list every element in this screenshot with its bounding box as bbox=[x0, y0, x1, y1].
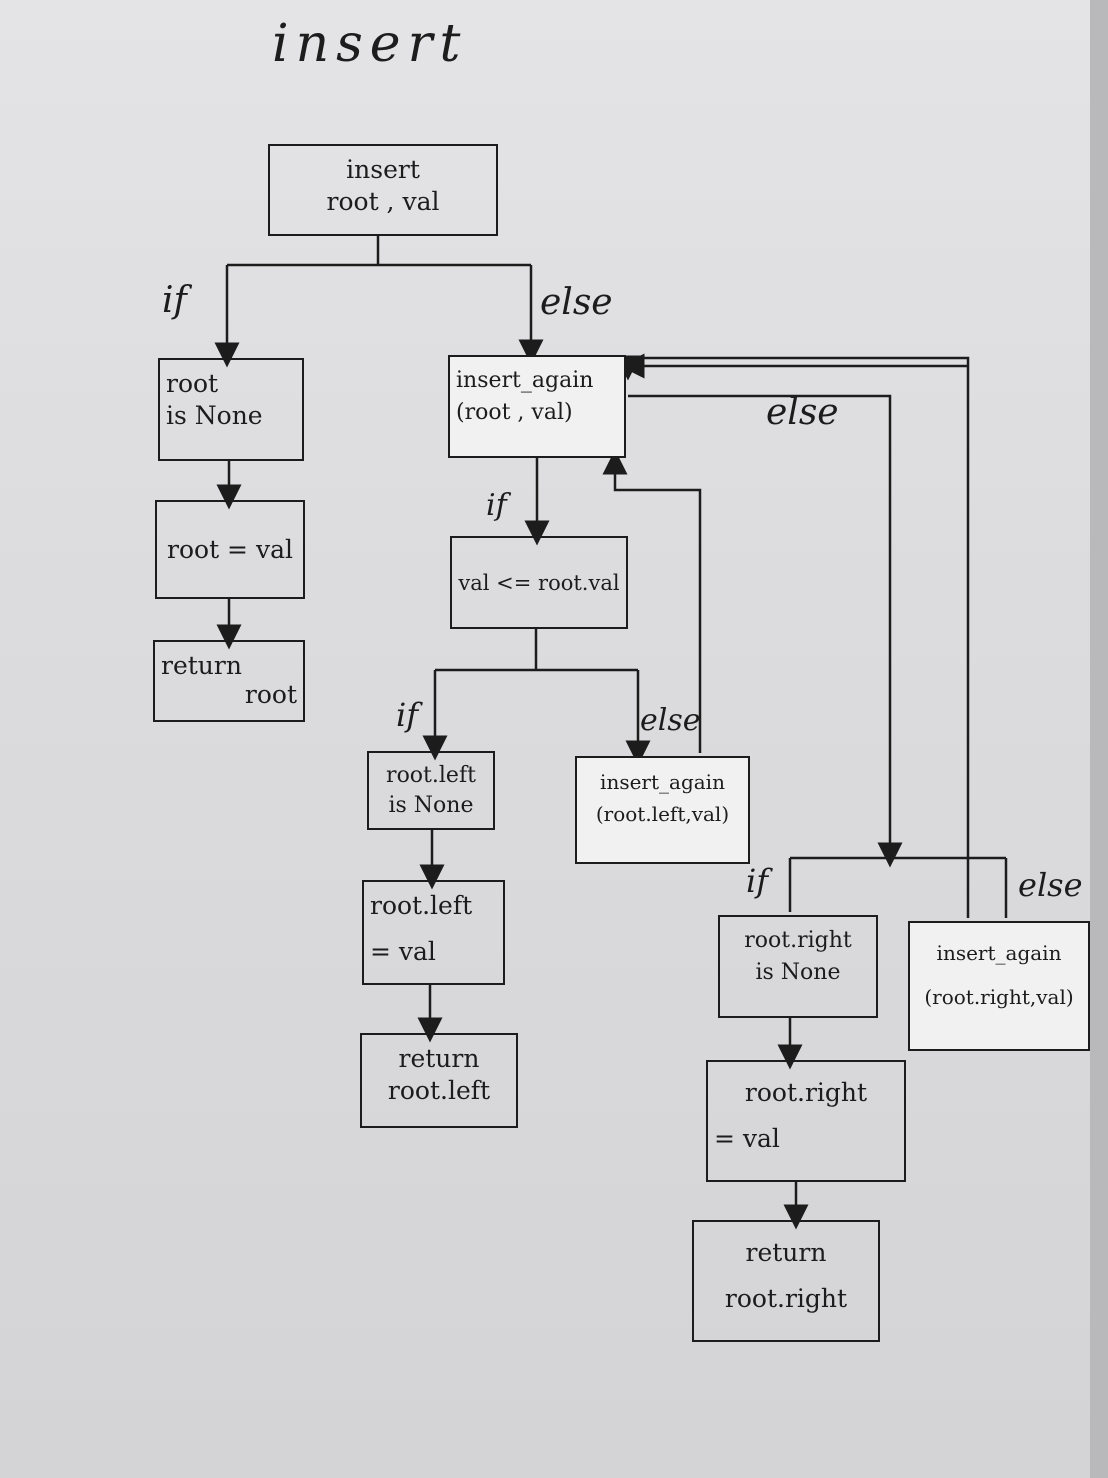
node-return-right-line1: return bbox=[745, 1238, 827, 1267]
node-right-eq-line1: root.right bbox=[744, 1078, 868, 1107]
node-return-right-line2: root.right bbox=[724, 1284, 848, 1313]
node-right-eq-line2: = val bbox=[714, 1124, 780, 1153]
node-root-eq: root = val bbox=[155, 500, 305, 599]
node-return-right: return root.right bbox=[692, 1220, 880, 1342]
node-right-none-line1: root.right bbox=[744, 928, 852, 953]
node-insert-line1: insert bbox=[346, 155, 420, 184]
node-insert-again-right: insert_again (root.right,val) bbox=[908, 921, 1090, 1051]
diagram-title: insert bbox=[272, 14, 468, 74]
node-insert-again-left-line1: insert_again bbox=[600, 770, 725, 794]
node-return-root-line1: return bbox=[161, 651, 242, 680]
node-root-none: root is None bbox=[158, 358, 304, 461]
node-return-root-line2: root bbox=[244, 680, 297, 709]
node-insert-line2: root , val bbox=[326, 187, 440, 216]
node-left-none-line1: root.left bbox=[386, 763, 476, 788]
label-else-top: else bbox=[540, 282, 613, 323]
node-insert-again-left: insert_again (root.left,val) bbox=[575, 756, 750, 864]
edge-loop-left bbox=[602, 449, 702, 753]
label-else-right: else bbox=[1018, 866, 1083, 904]
node-return-left: return root.left bbox=[360, 1033, 518, 1128]
node-insert-again-right-line1: insert_again bbox=[936, 941, 1062, 965]
node-compare-line1: val <= root.val bbox=[458, 571, 620, 595]
node-left-eq-line2: = val bbox=[370, 937, 436, 966]
node-insert-again: insert_again (root , val) bbox=[448, 355, 626, 458]
node-root-none-line1: root bbox=[166, 369, 219, 398]
node-insert-again-line2: (root , val) bbox=[456, 400, 573, 425]
label-else-loop: else bbox=[766, 392, 839, 433]
node-compare: val <= root.val bbox=[450, 536, 628, 629]
node-left-eq-line1: root.left bbox=[370, 891, 473, 920]
node-return-left-line2: root.left bbox=[387, 1076, 491, 1105]
node-insert: insert root , val bbox=[268, 144, 498, 236]
node-left-none-line2: is None bbox=[388, 793, 474, 818]
node-left-eq: root.left = val bbox=[362, 880, 505, 985]
node-right-none-line2: is None bbox=[755, 960, 841, 985]
edge-else-right bbox=[628, 394, 903, 868]
node-insert-again-line1: insert_again bbox=[456, 368, 594, 393]
label-if-left: if bbox=[396, 696, 419, 734]
node-root-eq-line1: root = val bbox=[167, 535, 293, 564]
node-insert-again-left-line2: (root.left,val) bbox=[595, 802, 730, 826]
node-root-none-line2: is None bbox=[166, 401, 263, 430]
node-right-eq: root.right = val bbox=[706, 1060, 906, 1182]
label-if-top: if bbox=[162, 280, 187, 321]
node-insert-again-right-line2: (root.right,val) bbox=[924, 985, 1074, 1009]
label-if-cmp: if bbox=[486, 488, 507, 523]
node-return-left-line1: return bbox=[398, 1044, 480, 1073]
node-left-none: root.left is None bbox=[367, 751, 495, 830]
node-return-root: return root bbox=[153, 640, 305, 722]
node-right-none: root.right is None bbox=[718, 915, 878, 1018]
paper-edge bbox=[1090, 0, 1108, 1478]
label-if-right: if bbox=[746, 862, 769, 900]
label-else-left: else bbox=[640, 703, 701, 738]
